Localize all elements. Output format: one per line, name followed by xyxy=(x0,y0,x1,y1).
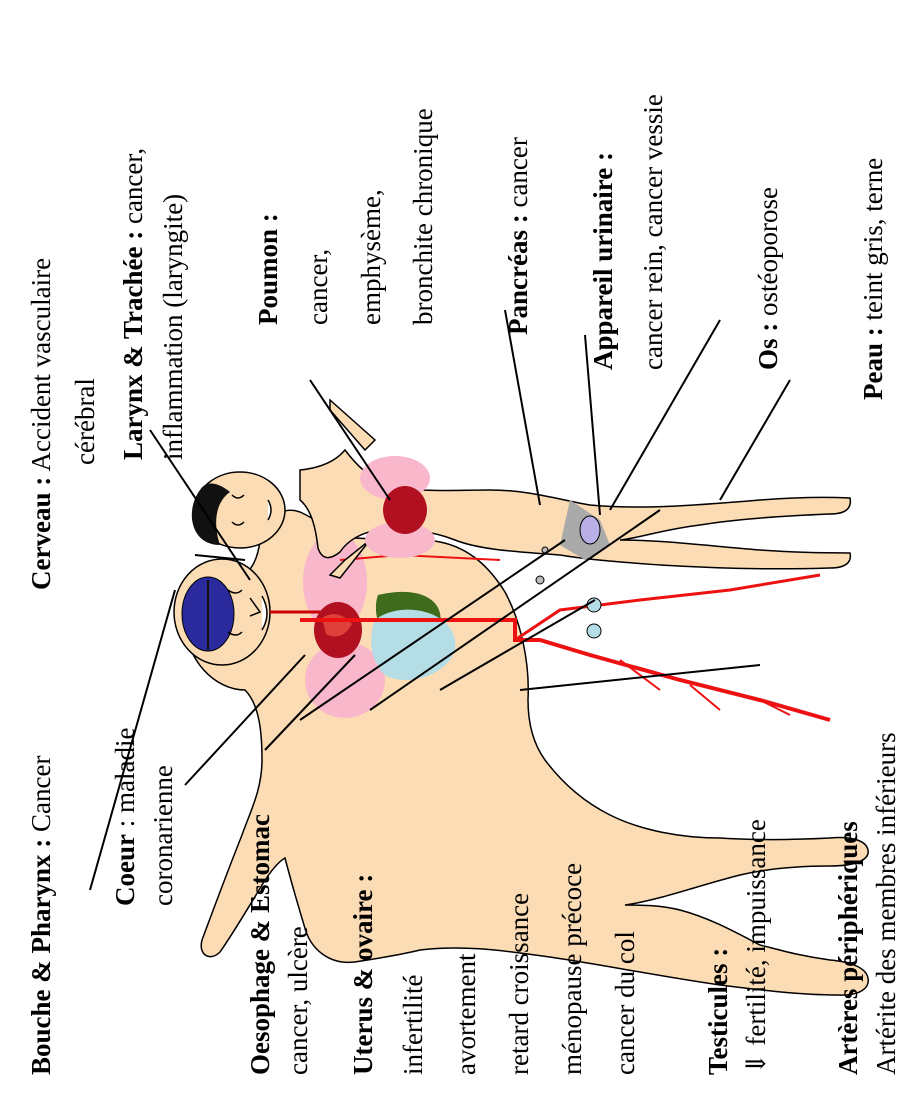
label-coeur: Coeur : maladie xyxy=(112,728,139,906)
label-poumon-line2: emphysème, xyxy=(358,189,385,325)
label-cerveau-line2: cérébral xyxy=(72,378,99,465)
label-oesophage-line2: cancer, ulcère xyxy=(285,926,312,1075)
label-appareil-urinaire: Appareil urinaire : xyxy=(590,152,617,370)
bladder-icon xyxy=(580,516,600,544)
label-uterus: Uterus & ovaire : xyxy=(350,874,377,1075)
label-uterus-line4: ménopause précoce xyxy=(559,863,586,1075)
label-cerveau: Cerveau : Accident vasculaire xyxy=(28,258,55,590)
label-testicules: Testicules : xyxy=(705,948,732,1075)
label-uterus-line3: retard croissance xyxy=(506,893,533,1075)
label-poumon-line1: cancer, xyxy=(305,249,332,325)
label-larynx-line2: inflammation (laryngite) xyxy=(160,194,187,460)
label-arteres-line2: Artérite des membres inférieurs xyxy=(873,732,900,1075)
label-os: Os : ostéoporose xyxy=(755,187,782,370)
label-poumon: Poumon : xyxy=(255,213,282,325)
label-appareil-urinaire-line2: cancer rein, cancer vessie xyxy=(640,94,667,370)
label-uterus-line2: avortement xyxy=(453,954,480,1075)
label-peau: Peau : teint gris, terne xyxy=(860,158,887,400)
label-pancreas: Pancréas : cancer xyxy=(505,137,532,335)
label-bouche-pharynx: Bouche & Pharynx : Cancer xyxy=(28,756,55,1075)
label-larynx: Larynx & Trachée : cancer, xyxy=(120,148,147,460)
label-uterus-line1: infertilité xyxy=(400,975,427,1075)
label-arteres: Artères périphériques xyxy=(835,821,862,1075)
label-coeur-line2: coronarienne xyxy=(150,765,177,906)
label-uterus-line5: cancer du col xyxy=(612,931,639,1075)
label-testicules-line2: ⇓ fertilité, impuissance xyxy=(743,819,770,1075)
label-poumon-line3: bronchite chronique xyxy=(410,108,437,325)
label-oesophage: Oesophage & Estomac xyxy=(247,814,274,1075)
